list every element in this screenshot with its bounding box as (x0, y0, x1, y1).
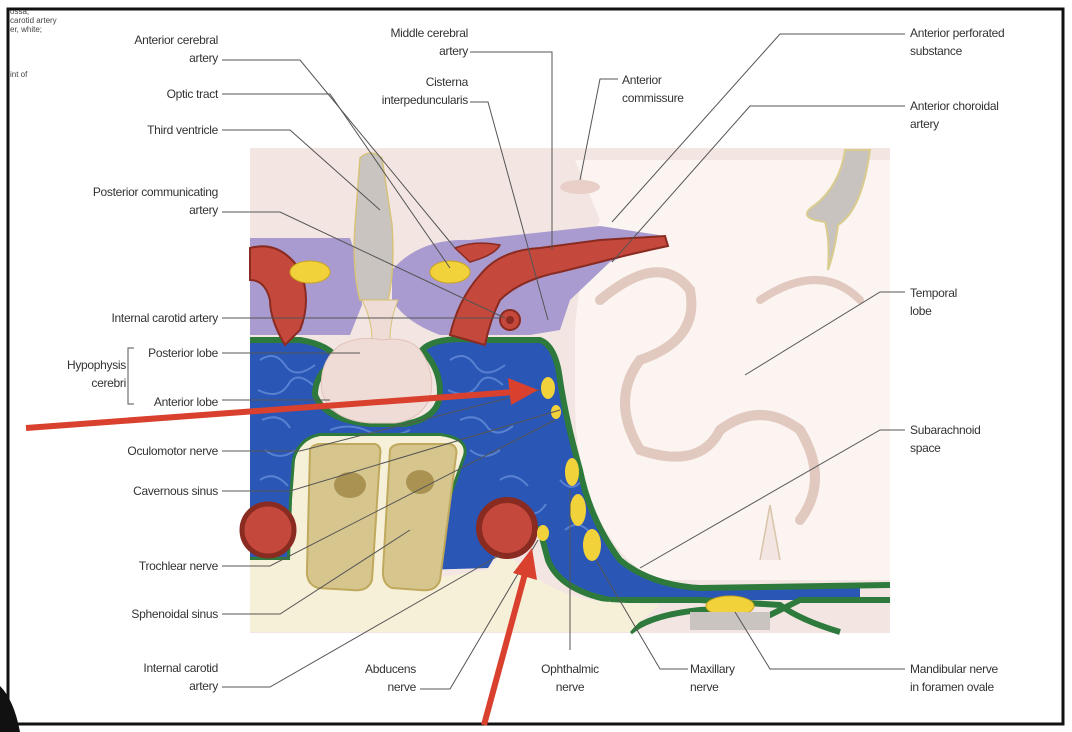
sphenoidal-sinus-right (381, 443, 458, 592)
maxillary-nerve-shape (583, 529, 601, 561)
third-ventricle-shape (353, 152, 394, 301)
pointer-arrows (25, 378, 538, 726)
optic-tract-left (289, 260, 331, 284)
optic-tract-right (429, 260, 471, 284)
carotid-section-right (476, 497, 538, 559)
cavernous-sinus-region (250, 339, 860, 600)
label-internal-carotid-artery-top: Internal carotid artery (111, 311, 219, 325)
corner-shadow (0, 686, 20, 732)
corner-fragment-3: er, white; (10, 25, 43, 34)
carotid-section-left (239, 501, 297, 559)
label-optic-tract: Optic tract (166, 87, 219, 101)
corner-fragment-4: int of (10, 70, 28, 79)
label-sphenoidal-sinus: Sphenoidal sinus (131, 607, 218, 621)
label-posterior-lobe: Posterior lobe (148, 346, 218, 360)
leader-lines (127, 33, 905, 690)
anterior-commissure-shape (560, 180, 600, 194)
label-trochlear-nerve: Trochlear nerve (138, 559, 218, 573)
oculomotor-nerve-shape (541, 377, 555, 399)
trochlear-nerve-shape (551, 405, 561, 419)
pointer-arrow-vertical (481, 569, 529, 726)
ophthalmic-nerve-shape (565, 458, 579, 486)
corner-fragment-1: ossa, (10, 7, 30, 16)
temporal-gyri (595, 267, 820, 525)
label-cavernous-sinus: Cavernous sinus (133, 484, 218, 498)
hypophysis-shape (320, 337, 433, 424)
temporal-lobe (575, 160, 890, 580)
label-anterior-lobe: Anterior lobe (153, 395, 218, 409)
artery-middle-cerebral (448, 234, 670, 347)
sulcus (806, 149, 872, 271)
label-oculomotor-nerve: Oculomotor nerve (127, 444, 218, 458)
corner-fragment-2: carotid artery (10, 16, 57, 25)
pointer-arrow-horizontal (25, 389, 516, 431)
frame-border (6, 7, 1065, 726)
sphenoidal-sinus-left (305, 443, 382, 592)
label-third-ventricle: Third ventricle (147, 123, 218, 137)
abducens-nerve-shape (537, 525, 549, 541)
